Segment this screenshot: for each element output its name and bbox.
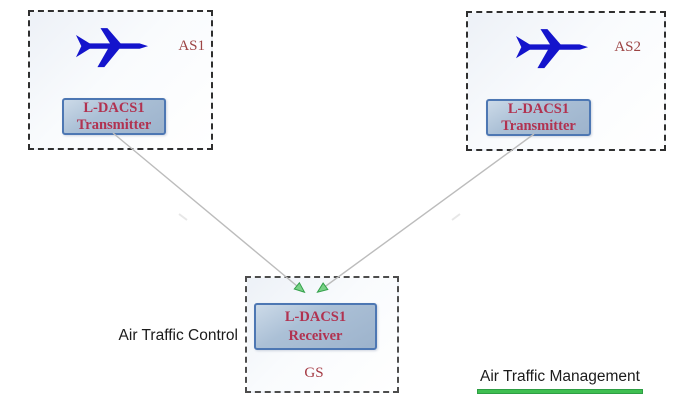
- airplane-icon: [75, 28, 149, 68]
- as2-transmitter-box: L-DACS1 Transmitter: [486, 99, 591, 136]
- as2-device-role: Transmitter: [501, 117, 576, 134]
- gs-device-role: Receiver: [288, 327, 343, 344]
- as1-label: AS1: [178, 38, 205, 54]
- gs-label: GS: [304, 365, 324, 381]
- stray-mark-left: [178, 213, 188, 221]
- as1-station-box: AS1 L-DACS1 Transmitter: [28, 10, 213, 150]
- as1-device-name: L-DACS1: [83, 99, 145, 116]
- as1-transmitter-box: L-DACS1 Transmitter: [62, 98, 166, 135]
- air-traffic-management-caption: Air Traffic Management: [480, 368, 640, 385]
- link-as2-to-gs: [319, 133, 535, 291]
- link-as1-to-gs: [112, 132, 303, 291]
- gs-receiver-box: L-DACS1 Receiver: [254, 303, 377, 350]
- airplane-icon: [515, 29, 589, 69]
- as2-station-box: AS2 L-DACS1 Transmitter: [466, 11, 666, 151]
- as2-label: AS2: [614, 39, 641, 55]
- air-traffic-control-caption: Air Traffic Control: [118, 327, 238, 344]
- stray-mark-right: [451, 213, 461, 221]
- gs-station-box: L-DACS1 Receiver GS: [245, 276, 399, 393]
- as1-device-role: Transmitter: [76, 116, 152, 133]
- as2-device-name: L-DACS1: [507, 100, 570, 117]
- gs-device-name: L-DACS1: [284, 308, 347, 325]
- air-traffic-management-underline: [477, 389, 643, 394]
